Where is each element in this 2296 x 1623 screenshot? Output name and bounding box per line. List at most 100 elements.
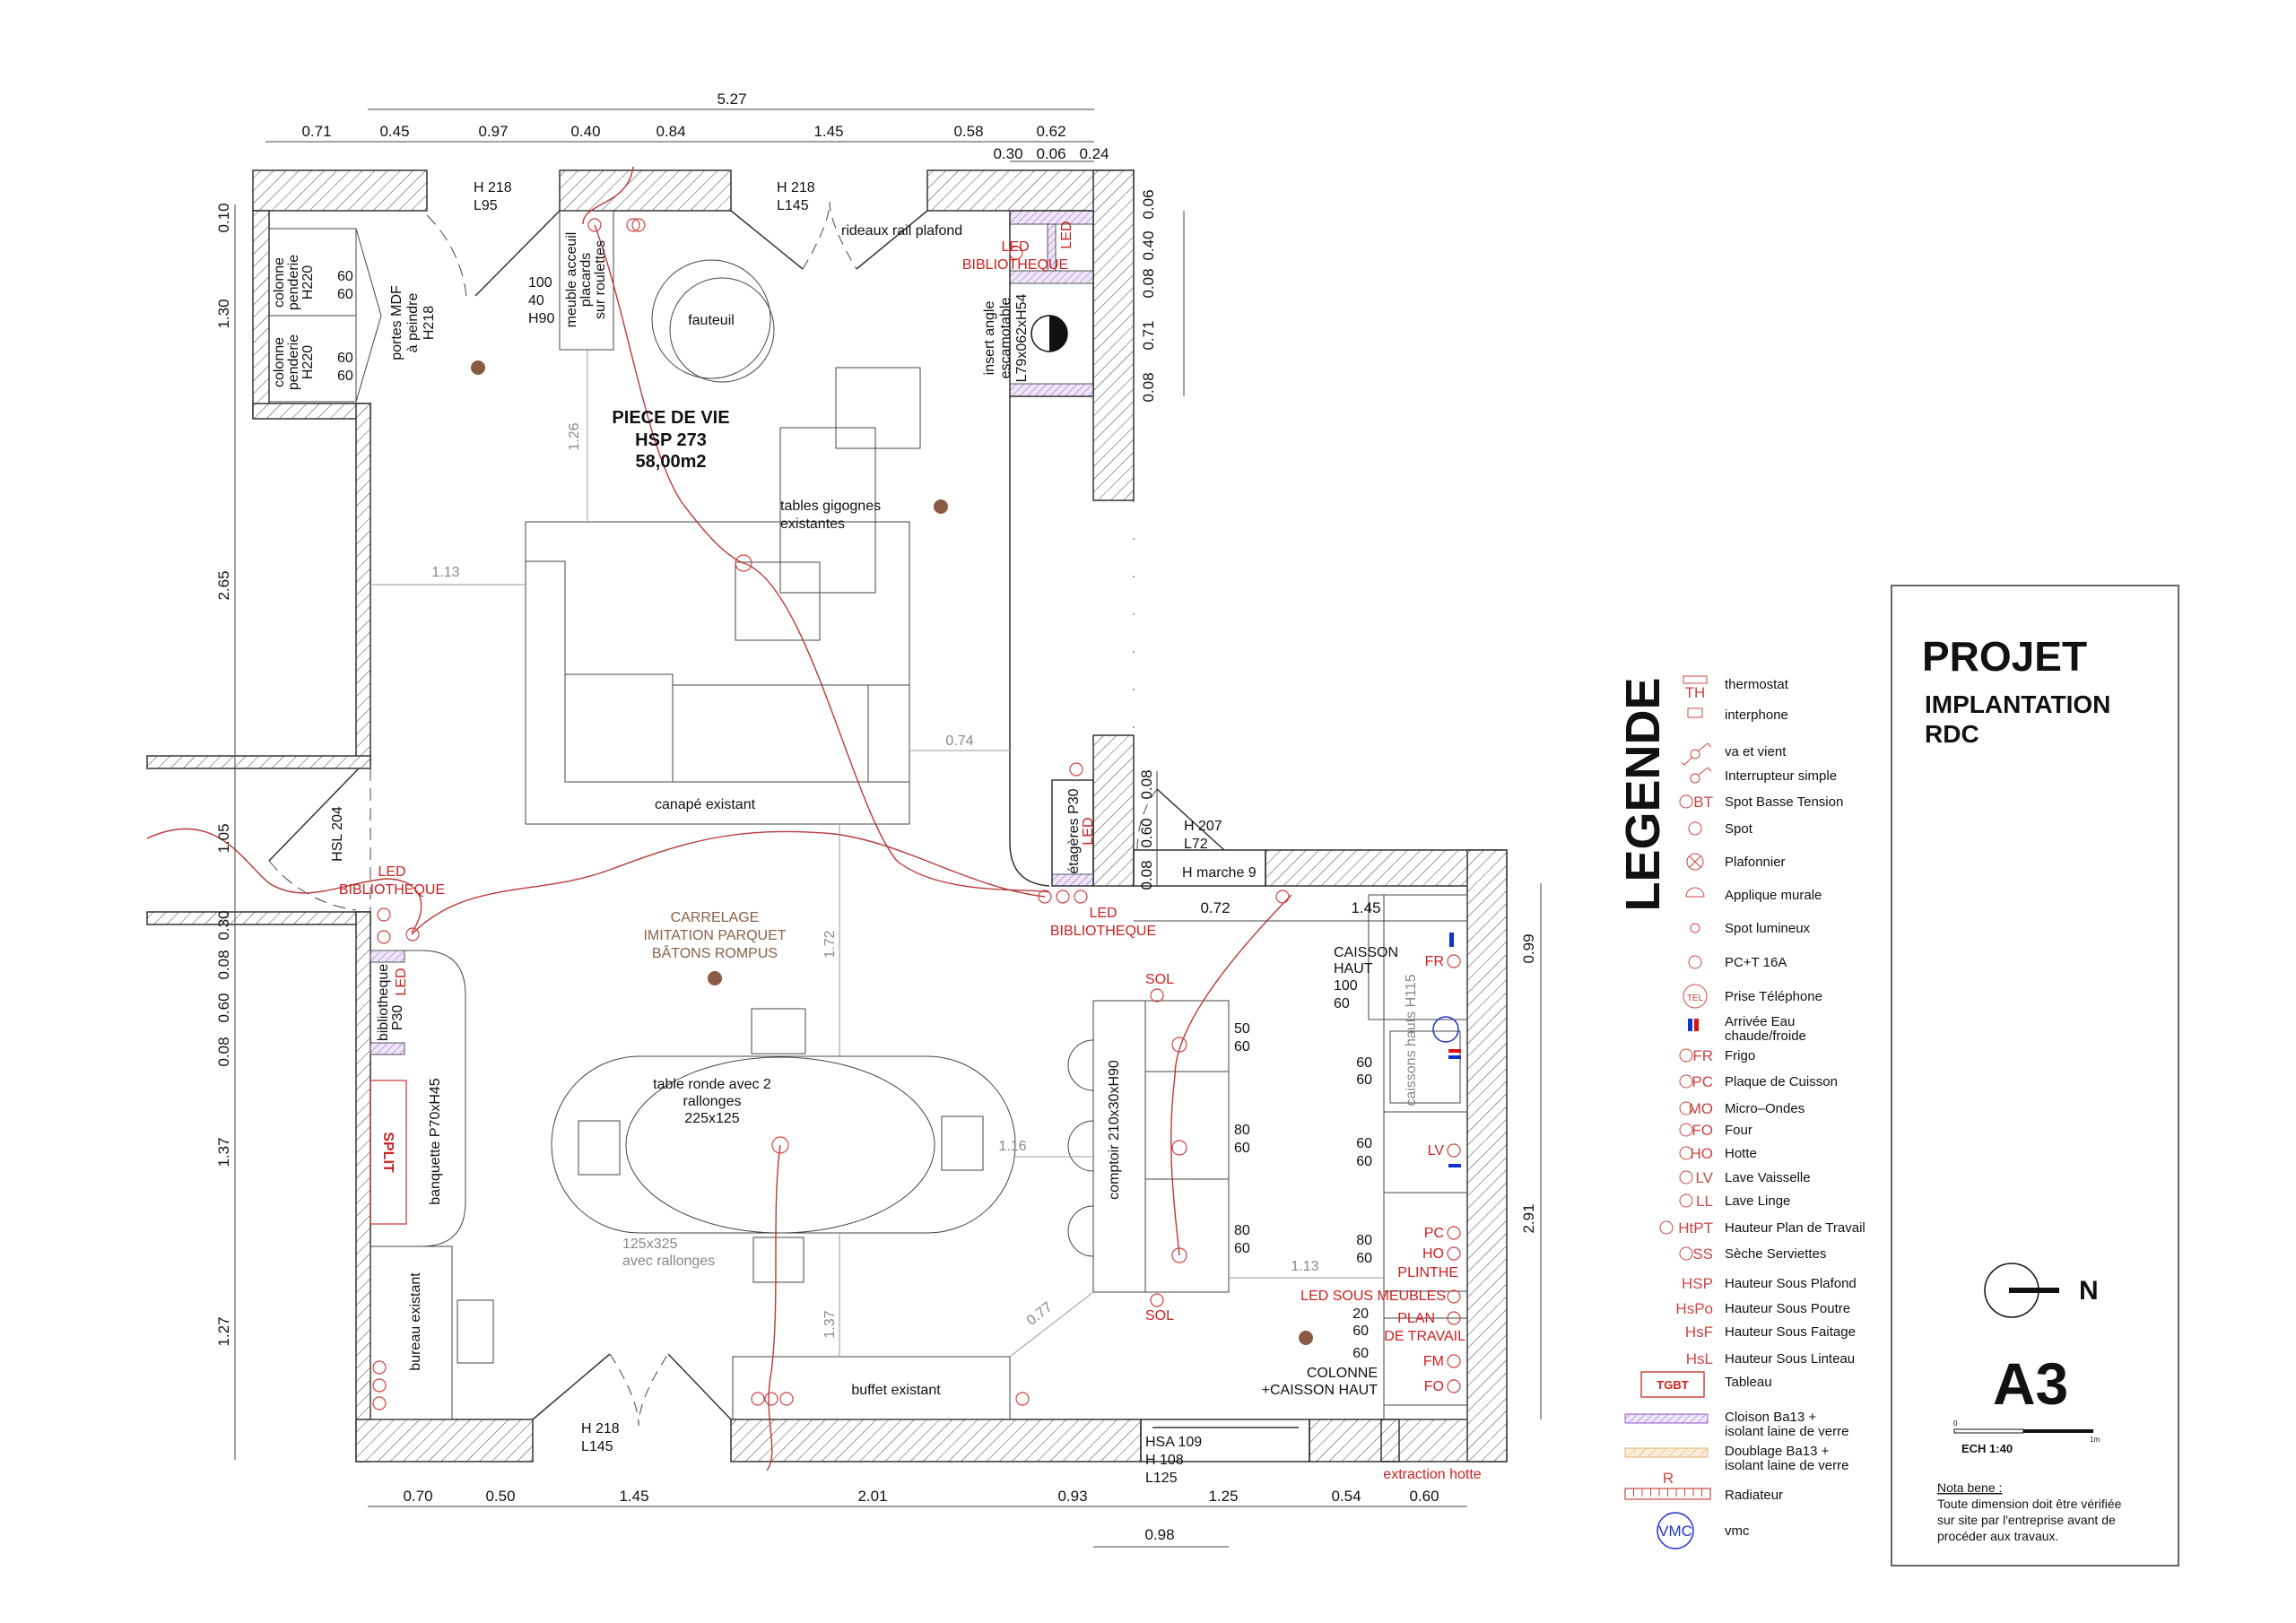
- legend-item-label: Hotte: [1725, 1146, 1757, 1161]
- outlet-icon: [1679, 1193, 1693, 1208]
- dimensions-bottom: 0.70 0.50 1.45 2.01 0.93 1.25 0.54 0.60 …: [403, 1488, 1439, 1543]
- dimensions-left: 0.10 1.30 2.65 1.05 0.30 0.08 0.60 0.08 …: [215, 203, 232, 1346]
- dim-top-sub: 0.30: [993, 145, 1022, 162]
- table-ext-label: avec rallonges: [622, 1254, 715, 1269]
- plinthe-label: PLINTHE: [1397, 1265, 1458, 1280]
- dim-top: 0.45: [379, 123, 409, 140]
- led-label: LED: [1059, 221, 1074, 248]
- legend-item-label: Prise Téléphone: [1725, 989, 1822, 1004]
- dim-left: 1.05: [215, 823, 232, 853]
- penderie-dim: 60: [337, 369, 353, 384]
- penderie-label: colonne: [272, 257, 287, 308]
- dim-left: 2.65: [215, 570, 232, 600]
- split-label: SPLIT: [380, 1132, 396, 1173]
- penderie-label: H220: [300, 265, 316, 299]
- floor-label: CARRELAGE: [671, 910, 760, 925]
- round-table: [625, 1056, 935, 1234]
- door-top2-width: L145: [777, 198, 809, 213]
- dim-left: 0.60: [215, 993, 232, 1022]
- dim-interior: 1.37: [822, 1310, 838, 1338]
- door-top1-width: L95: [474, 198, 498, 213]
- caisson-label: 100: [1334, 978, 1358, 994]
- legend-item-code: TGBT: [1657, 1378, 1688, 1392]
- biblio-label: bibliotheque: [376, 964, 391, 1041]
- caisson-label: CAISSON: [1334, 945, 1398, 960]
- curtains-label: rideaux rail plafond: [841, 223, 962, 239]
- tableau-icon: [1640, 1371, 1705, 1398]
- dim-right: 0.99: [1520, 933, 1537, 963]
- dim-right-upper: 0.08: [1140, 372, 1157, 402]
- insert-label: insert angle: [982, 301, 997, 376]
- project-title: PROJET: [1922, 633, 2087, 680]
- scale-one: 1m: [2090, 1436, 2100, 1444]
- plafonnier-icon: [1686, 853, 1704, 871]
- scale-label: ECH 1:40: [1961, 1442, 2013, 1455]
- legend-item-label: Hauteur Sous Poutre: [1725, 1301, 1850, 1316]
- legend-item-code: HSP: [1682, 1275, 1713, 1292]
- spot-light: [708, 971, 722, 985]
- dimensions-right: 0.06 0.40 0.08 0.71 0.08 0.08 0.60 0.08 …: [1138, 189, 1537, 1233]
- led-label: LED: [1081, 817, 1096, 845]
- outlet-icon: [1679, 1048, 1693, 1063]
- dim-right-upper: 0.06: [1140, 189, 1157, 219]
- dimensions-interior: 1.26 1.13 0.74 1.72 1.16 1.13 0.77 1.37 …: [431, 422, 1380, 1338]
- legend-item-code: HtPT: [1678, 1219, 1713, 1237]
- led-sous-meubles-label: LED SOUS MEUBLES: [1300, 1289, 1446, 1304]
- legend-item-label: Hauteur Plan de Travail: [1725, 1220, 1866, 1236]
- legend-item: Interrupteur simple: [1690, 767, 1837, 784]
- buffet-label: buffet existant: [851, 1383, 941, 1398]
- legend-item-label: Frigo: [1725, 1048, 1755, 1063]
- island-dim: 60: [1234, 1141, 1250, 1156]
- dim-left: 1.37: [215, 1137, 232, 1167]
- portes-label: H218: [422, 306, 437, 340]
- outlet-icon: [1679, 1246, 1693, 1261]
- dim-right-upper: 0.40: [1140, 230, 1157, 260]
- door-top1-leaf: [474, 210, 561, 297]
- kitchen-dim: 60: [1356, 1251, 1372, 1266]
- dim-left: 0.30: [215, 910, 232, 940]
- dim-bottom: 0.54: [1331, 1488, 1361, 1505]
- legend-item-code: PC: [1692, 1073, 1713, 1090]
- meuble-label: sur roulettes: [593, 240, 608, 319]
- legend-item-label: Hauteur Sous Faitage: [1725, 1324, 1856, 1340]
- biblio-label: P30: [390, 1005, 405, 1031]
- outlet-icon: [1679, 1170, 1693, 1185]
- legend-item: Spot lumineux: [1690, 921, 1811, 936]
- legend-item-code: HsPo: [1675, 1300, 1713, 1317]
- plan-travail-label: PLAN: [1397, 1311, 1435, 1326]
- meuble-dim: 100: [528, 275, 552, 291]
- dim-interior: 0.74: [945, 733, 973, 749]
- led-biblio-label: BIBLIOTHEQUE: [962, 257, 1068, 273]
- legend-item: Applique murale: [1685, 887, 1822, 903]
- thermostat-icon: [1683, 675, 1708, 684]
- penderie-dim: 60: [337, 269, 353, 284]
- water-supply-icon: [1688, 1019, 1692, 1031]
- legend-item: Tableau TGBT: [1640, 1371, 1772, 1398]
- fo-label: FO: [1424, 1379, 1444, 1394]
- dim-interior: 1.72: [822, 930, 838, 958]
- dim-top: 0.84: [656, 123, 685, 140]
- etageres-label: étagères P30: [1066, 788, 1082, 873]
- legend-item-label: isolant laine de verre: [1725, 1424, 1848, 1439]
- legend-item-label: Tableau: [1725, 1375, 1772, 1390]
- outlet-icon: [1679, 1074, 1693, 1089]
- extraction-label: extraction hotte: [1383, 1467, 1482, 1482]
- outlet-icon: [1659, 1220, 1674, 1235]
- legend-item: Cloison Ba13 +isolant laine de verre: [1624, 1410, 1848, 1439]
- dim-interior: 1.26: [567, 422, 582, 450]
- table-label: table ronde avec 2: [653, 1077, 771, 1092]
- island-dim: 60: [1234, 1039, 1250, 1055]
- door-bottom-height: H 218: [581, 1421, 620, 1436]
- nota-line: procéder aux travaux.: [1937, 1529, 2058, 1543]
